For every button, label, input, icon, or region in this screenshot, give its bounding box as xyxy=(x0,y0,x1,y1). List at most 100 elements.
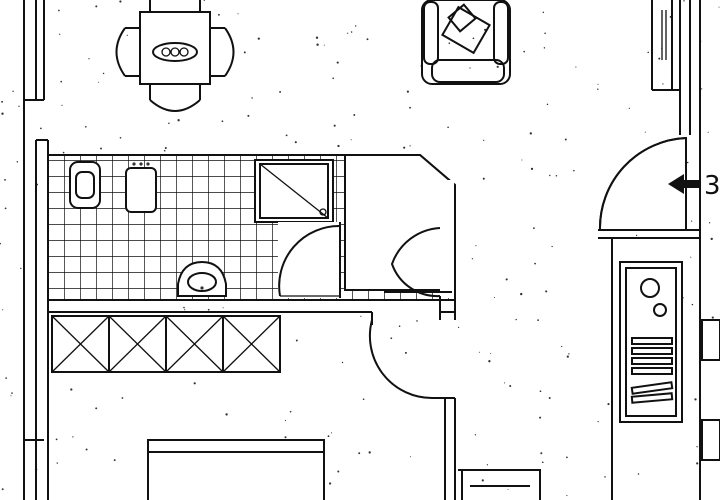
speck-dot xyxy=(542,11,545,14)
speck-dot xyxy=(285,134,288,137)
speck-dot xyxy=(683,0,685,2)
speck-dot xyxy=(644,131,646,133)
bed xyxy=(147,439,325,500)
speck-dot xyxy=(686,161,689,164)
speck-dot xyxy=(1,112,4,115)
speck-dot xyxy=(100,147,102,150)
speck-dot xyxy=(635,234,638,237)
speck-dot xyxy=(545,290,548,293)
speck-dot xyxy=(533,227,535,229)
speck-dot xyxy=(504,382,506,384)
speck-dot xyxy=(564,138,567,141)
speck-dot xyxy=(472,37,475,40)
speck-dot xyxy=(284,436,287,439)
speck-dot xyxy=(243,51,246,54)
speck-dot xyxy=(323,44,325,46)
stair-number-label: 3 xyxy=(704,171,720,201)
speck-dot xyxy=(95,5,98,8)
speck-dot xyxy=(0,242,1,245)
speck-dot xyxy=(61,104,63,106)
speck-dot xyxy=(566,456,568,459)
speck-dot xyxy=(544,32,546,35)
speck-dot xyxy=(718,6,720,8)
speck-dot xyxy=(315,36,319,39)
speck-dot xyxy=(575,66,577,68)
speck-dot xyxy=(337,144,340,148)
speck-dot xyxy=(597,421,599,423)
speck-dot xyxy=(637,473,640,475)
speck-dot xyxy=(95,407,98,410)
speck-dot xyxy=(193,382,196,385)
speck-dot xyxy=(398,325,401,327)
dining-table xyxy=(115,0,235,112)
speck-dot xyxy=(507,489,509,490)
speck-dot xyxy=(541,461,544,464)
speck-dot xyxy=(662,83,664,85)
partition-wall xyxy=(48,299,455,313)
speck-dot xyxy=(658,57,661,60)
speck-dot xyxy=(537,319,539,321)
speck-dot xyxy=(97,81,99,83)
speck-dot xyxy=(350,31,353,33)
speck-dot xyxy=(113,459,116,462)
speck-dot xyxy=(690,256,692,258)
bathroom xyxy=(47,154,456,301)
kitchenette xyxy=(611,238,720,500)
speck-dot xyxy=(696,446,698,448)
speck-dot xyxy=(126,34,128,36)
speck-dot xyxy=(647,51,649,54)
armchair xyxy=(421,0,511,85)
speck-dot xyxy=(330,432,333,434)
speck-dot xyxy=(475,245,477,247)
speck-dot xyxy=(332,77,335,80)
speck-dot xyxy=(482,177,485,180)
speck-dot xyxy=(358,452,361,455)
speck-dot xyxy=(607,403,610,406)
speck-dot xyxy=(59,33,61,35)
speck-dot xyxy=(333,124,336,127)
speck-dot xyxy=(566,495,568,497)
speck-dot xyxy=(573,169,575,172)
speck-dot xyxy=(247,114,250,117)
speck-dot xyxy=(493,296,495,299)
speck-dot xyxy=(416,320,418,322)
speck-dot xyxy=(341,361,344,364)
speck-dot xyxy=(474,434,477,436)
speck-dot xyxy=(604,476,606,478)
speck-dot xyxy=(184,309,186,311)
speck-dot xyxy=(478,351,480,353)
shower-tray xyxy=(254,159,334,223)
speck-dot xyxy=(551,245,553,248)
speck-dot xyxy=(628,107,630,109)
speck-dot xyxy=(597,83,599,85)
speck-dot xyxy=(102,72,105,75)
speck-dot xyxy=(217,13,220,16)
speck-dot xyxy=(16,161,19,163)
speck-dot xyxy=(490,353,492,355)
speck-dot xyxy=(353,114,356,116)
speck-dot xyxy=(347,32,349,34)
speck-dot xyxy=(10,395,12,397)
speck-dot xyxy=(539,390,542,393)
speck-dot xyxy=(566,355,569,358)
speck-dot xyxy=(336,61,339,64)
bathroom-door xyxy=(278,222,341,298)
speck-dot xyxy=(295,339,298,342)
speck-dot xyxy=(4,178,6,181)
speck-dot xyxy=(257,37,260,40)
speck-dot xyxy=(488,360,491,363)
speck-dot xyxy=(284,419,286,422)
speck-dot xyxy=(368,451,371,454)
speck-dot xyxy=(121,397,124,399)
speck-dot xyxy=(523,50,526,53)
speck-dot xyxy=(403,146,406,149)
speck-dot xyxy=(4,207,7,210)
bedroom-door xyxy=(368,312,456,500)
corridor-door xyxy=(384,180,456,320)
washbasin xyxy=(177,260,227,297)
speck-dot xyxy=(12,90,14,93)
speck-dot xyxy=(409,456,412,458)
speck-dot xyxy=(546,103,549,106)
right-wall-top xyxy=(651,0,701,500)
speck-dot xyxy=(539,416,542,419)
